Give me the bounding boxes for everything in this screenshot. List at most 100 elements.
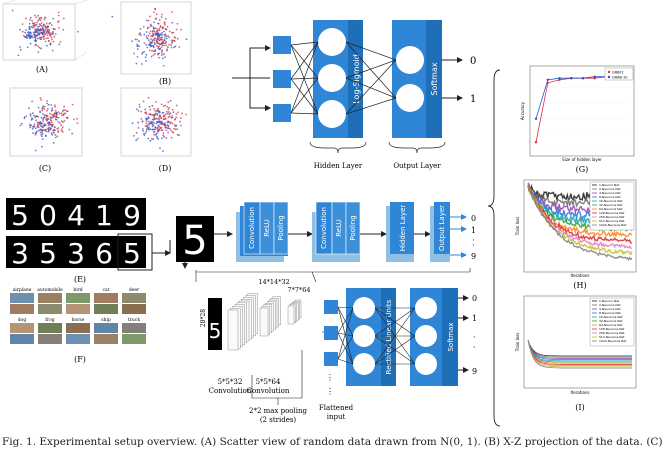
chart-i-legend-entry: 64-Neurons Net <box>599 323 623 327</box>
scatter-point <box>34 133 37 136</box>
cifar-class-label: truck <box>128 317 140 323</box>
scatter-point <box>60 124 63 127</box>
scatter-point <box>39 128 41 131</box>
scatter-point <box>46 109 48 112</box>
scatter-point <box>163 114 165 117</box>
scatter-point <box>62 28 65 31</box>
scatter-point <box>154 32 157 34</box>
scatter-point <box>155 13 158 16</box>
softmax-label-bottom: Softmax <box>447 322 455 351</box>
scatter-point <box>35 16 37 19</box>
scatter-point <box>164 113 167 116</box>
scatter-point <box>37 19 40 22</box>
chart-i-legend-entry: 512-Neurons Net <box>599 335 625 339</box>
chart-i-legend-entry: 32-Neurons Net <box>599 319 623 323</box>
mnist-digit-glyph: 5 <box>39 237 57 270</box>
scatter-point <box>61 110 64 113</box>
mnist-digit-glyph: 0 <box>39 199 57 232</box>
scatter-point <box>151 49 153 52</box>
scatter-point <box>133 52 135 55</box>
scatter-point <box>52 40 55 43</box>
scatter-point <box>150 138 153 140</box>
scatter-point <box>161 13 163 16</box>
cifar-class-label: dog <box>18 317 27 323</box>
scatter-point <box>46 34 49 37</box>
scatter-point <box>147 120 150 123</box>
scatter-point <box>166 106 169 108</box>
cifar-sample <box>122 293 146 303</box>
scatter-point <box>158 29 161 32</box>
chart-h-legend-entry: 1024-Neurons Net <box>599 223 627 227</box>
chart-i-series-line <box>527 339 632 358</box>
scatter-point <box>159 123 162 125</box>
scatter-point <box>143 42 146 44</box>
scatter-point <box>164 122 166 124</box>
output-layer-title: Output Layer <box>393 162 441 170</box>
scatter-point <box>168 36 171 39</box>
scatter-point <box>20 122 23 125</box>
scatter-point <box>62 121 64 123</box>
scatter-point <box>151 121 154 123</box>
chart-i-series-line <box>527 339 632 359</box>
scatter-point <box>33 31 36 33</box>
scatter-point <box>66 116 69 119</box>
chart-h-legend-entry: 4-Neurons Net <box>599 191 621 195</box>
scatter-point <box>34 116 36 119</box>
scatter-point <box>45 27 48 29</box>
scatter-point <box>153 21 155 23</box>
scatter-point <box>47 25 49 28</box>
scatter-point <box>166 112 169 115</box>
pipeline-out-9: 9 <box>471 252 476 261</box>
scatter-point <box>161 112 164 114</box>
scatter-points-d <box>131 96 187 152</box>
scatter-point <box>175 116 178 119</box>
cifar-sample <box>10 293 34 303</box>
scatter-point <box>44 16 46 19</box>
scatter-point <box>31 112 34 115</box>
pipeline-hidden-layer <box>390 202 414 254</box>
scatter-point <box>21 30 24 33</box>
conv2-name-label: Convolution <box>247 387 290 395</box>
scatter-point <box>165 35 168 38</box>
scatter-point <box>172 111 175 114</box>
scatter-point <box>29 113 32 115</box>
scatter-point <box>170 129 173 132</box>
cifar-class-label: airplane <box>13 287 32 293</box>
scatter-point <box>142 100 145 103</box>
svg-text:⋮: ⋮ <box>326 373 334 382</box>
chart-g-point <box>593 75 596 78</box>
conv2-filter-label: 5*5*64 <box>256 378 281 386</box>
svg-text:·: · <box>472 236 475 245</box>
chart-i-series-line <box>527 339 632 368</box>
scatter-point <box>170 44 173 46</box>
panel-label-d: (D) <box>159 164 172 173</box>
scatter-point <box>178 134 181 137</box>
scatter-point <box>154 34 157 36</box>
scatter-point <box>158 27 161 30</box>
mnist-digit <box>62 236 90 268</box>
scatter-point <box>158 121 161 124</box>
scatter-point <box>173 124 176 126</box>
scatter-point <box>39 124 42 127</box>
scatter-point <box>29 37 32 39</box>
scatter-point <box>39 131 42 134</box>
mnist-digit-glyph: 1 <box>95 199 113 232</box>
scatter-point <box>62 17 65 20</box>
scatter-point <box>141 128 144 130</box>
scatter-points-b <box>111 7 188 67</box>
scatter-point <box>40 116 43 119</box>
scatter-point <box>156 38 158 41</box>
scatter-point <box>40 22 43 25</box>
scatter-point <box>45 37 48 40</box>
scatter-point <box>158 48 161 51</box>
mnist-digit-glyph: 3 <box>67 237 85 270</box>
mnist-digit <box>118 198 146 230</box>
scatter-point <box>163 124 165 126</box>
scatter-point <box>28 26 31 28</box>
relu-units-label: Rectified Linear Units <box>385 299 393 374</box>
scatter-point <box>41 145 43 148</box>
scatter-point <box>46 102 48 105</box>
scatter-point <box>60 130 63 132</box>
scatter-point <box>149 41 152 43</box>
chart-i-series-line <box>527 339 632 366</box>
